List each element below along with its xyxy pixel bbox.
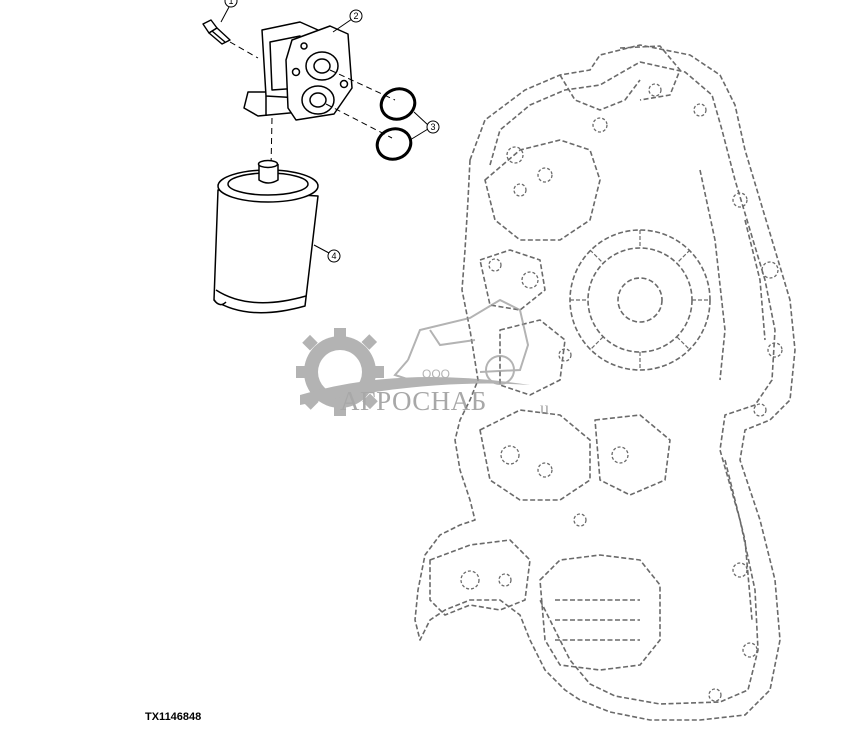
assembly-center-lines xyxy=(270,69,396,169)
combine-harvester-icon xyxy=(393,298,530,385)
leader-line-2 xyxy=(332,18,353,33)
transmission-gear-spokes xyxy=(570,230,710,370)
callout-4-circle xyxy=(327,249,341,263)
leader-line-1 xyxy=(220,6,259,59)
transmission-bolt-holes xyxy=(460,83,783,702)
figure-id: TX1146848 xyxy=(145,711,202,723)
watermark-suffix: u xyxy=(540,398,549,418)
callout-2-label: 2 xyxy=(353,11,358,21)
filter-housing xyxy=(243,21,353,121)
callout-2-circle xyxy=(349,9,363,23)
callout-4-label: 4 xyxy=(331,251,336,261)
o-rings xyxy=(375,87,417,161)
callout-1: 1 xyxy=(224,0,238,8)
watermark-prefix: ООО xyxy=(422,367,450,381)
callout-2: 2 xyxy=(349,9,363,23)
cap-screw xyxy=(202,19,231,45)
callout-4: 4 xyxy=(327,249,341,263)
watermark-name: АГРОСНАБ xyxy=(340,386,487,416)
callout-1-label: 1 xyxy=(228,0,233,6)
leader-line-3 xyxy=(409,111,429,141)
leader-line-4 xyxy=(313,244,330,254)
watermark-logo: ООО АГРОСНАБ u xyxy=(296,298,549,418)
callout-1-circle xyxy=(224,0,238,8)
callout-3-label: 3 xyxy=(430,122,435,132)
callout-3: 3 xyxy=(426,120,440,134)
callout-3-circle xyxy=(426,120,440,134)
transmission-housing-outline xyxy=(414,44,796,721)
oil-filter xyxy=(213,159,319,314)
